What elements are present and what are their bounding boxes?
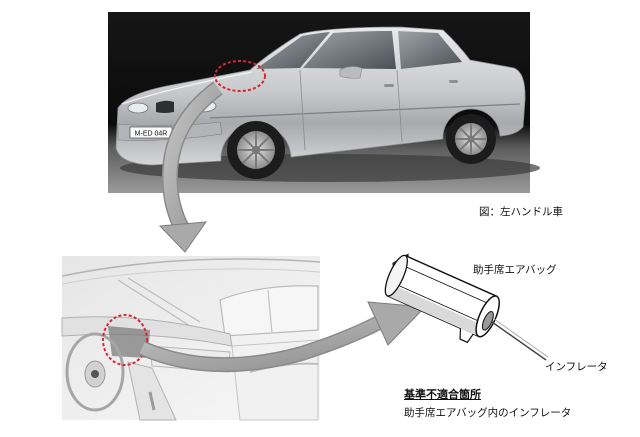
dashboard-highlight-ellipse	[102, 314, 148, 366]
arrow-right	[138, 301, 427, 373]
car-shadow	[120, 154, 540, 182]
inflator-leader-line-inner	[493, 318, 549, 358]
side-trim-line	[209, 103, 521, 119]
steering-emblem	[91, 370, 99, 378]
rear-wheel	[446, 114, 496, 164]
gear-lever	[148, 391, 156, 411]
hood-line	[121, 71, 253, 105]
door-handle-front	[384, 84, 394, 87]
airbag-label: 助手席エアバッグ	[473, 264, 557, 276]
license-plate-text: M-ED 04R	[135, 131, 168, 138]
grille-kidney	[156, 100, 174, 113]
headlight-left	[127, 102, 149, 114]
airbag-bottom-tab	[459, 328, 474, 344]
roof-line	[61, 258, 321, 277]
windshield	[256, 32, 330, 69]
door-window-frame	[219, 285, 319, 337]
inflator-leader-line	[491, 321, 547, 361]
arrow-right-shaft-fill	[139, 316, 383, 371]
airbag-left-cap	[384, 254, 408, 297]
nonconformity-heading: 基準不適合箇所	[404, 388, 481, 401]
arrow-down-shaft-fill	[163, 82, 222, 232]
inflator-end	[481, 311, 494, 331]
door-handle-rear	[449, 80, 458, 83]
a-pillar	[117, 277, 201, 327]
dashboard-drawing	[61, 256, 321, 421]
figure-caption: 図：左ハンドル車	[479, 206, 563, 218]
hood-highlight-ellipse	[214, 60, 266, 92]
door-line-rear	[396, 69, 403, 143]
center-console	[127, 361, 177, 421]
front-side-window	[303, 31, 396, 69]
nonconformity-detail: 助手席エアバッグ内のインフレータ	[404, 407, 572, 419]
airbag-housing-ridge	[392, 264, 493, 325]
rear-side-window	[398, 31, 462, 69]
steering-wheel	[65, 332, 125, 412]
inflator-label: インフレータ	[545, 361, 608, 373]
arrow-right-head	[367, 301, 427, 346]
door-line-front	[299, 69, 306, 151]
airbag-housing-shade	[387, 284, 484, 337]
door-window-divider	[267, 289, 273, 334]
airbag-module	[384, 253, 500, 344]
headliner	[61, 268, 321, 285]
arrow-down-head	[158, 221, 208, 253]
arrow-down	[158, 81, 223, 253]
front-wheel	[227, 121, 285, 179]
side-mirror	[339, 66, 363, 79]
